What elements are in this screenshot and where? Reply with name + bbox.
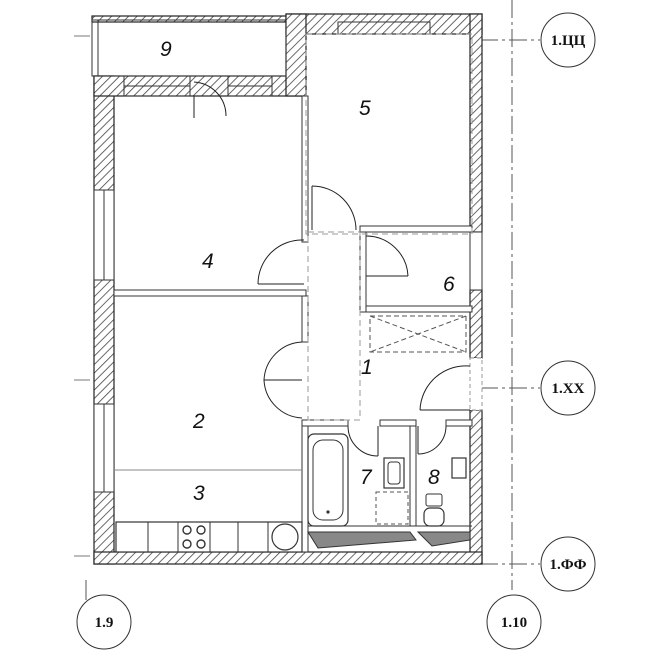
room-labels: 9 5 4 6 1 2 3 7 8 (160, 38, 455, 505)
room-label-6: 6 (443, 273, 455, 296)
svg-text:1.10: 1.10 (501, 615, 527, 631)
left-windows (93, 189, 483, 493)
interior-walls (113, 95, 473, 553)
axis-lines (74, 0, 540, 600)
svg-text:1.ФФ: 1.ФФ (549, 557, 586, 573)
room-label-7: 7 (360, 466, 373, 489)
axis-marker-top-right: 1.ЦЦ (540, 12, 596, 68)
axis-marker-bottom-mid: 1.10 (486, 594, 542, 650)
room-label-4: 4 (202, 250, 214, 273)
room-label-9: 9 (160, 38, 172, 61)
room-label-2: 2 (192, 410, 205, 433)
hallway-outline (305, 33, 473, 421)
room-label-1: 1 (361, 356, 373, 379)
balcony-frame (91, 19, 431, 97)
axis-marker-bottom-left: 1.9 (76, 594, 132, 650)
room-label-3: 3 (193, 482, 205, 505)
axis-marker-mid-right: 1.XX (540, 360, 596, 416)
svg-text:1.XX: 1.XX (552, 381, 585, 397)
room-label-5: 5 (359, 97, 371, 120)
axis-marker-bottom-right: 1.ФФ (540, 536, 596, 592)
svg-text:1.9: 1.9 (95, 615, 114, 631)
closet-cross (369, 315, 467, 353)
room-label-8: 8 (428, 466, 440, 489)
svg-text:1.ЦЦ: 1.ЦЦ (551, 33, 586, 49)
bathtub (307, 433, 409, 527)
doors (193, 81, 471, 457)
kitchen-counter (114, 469, 303, 553)
bath-ledges (307, 525, 472, 549)
